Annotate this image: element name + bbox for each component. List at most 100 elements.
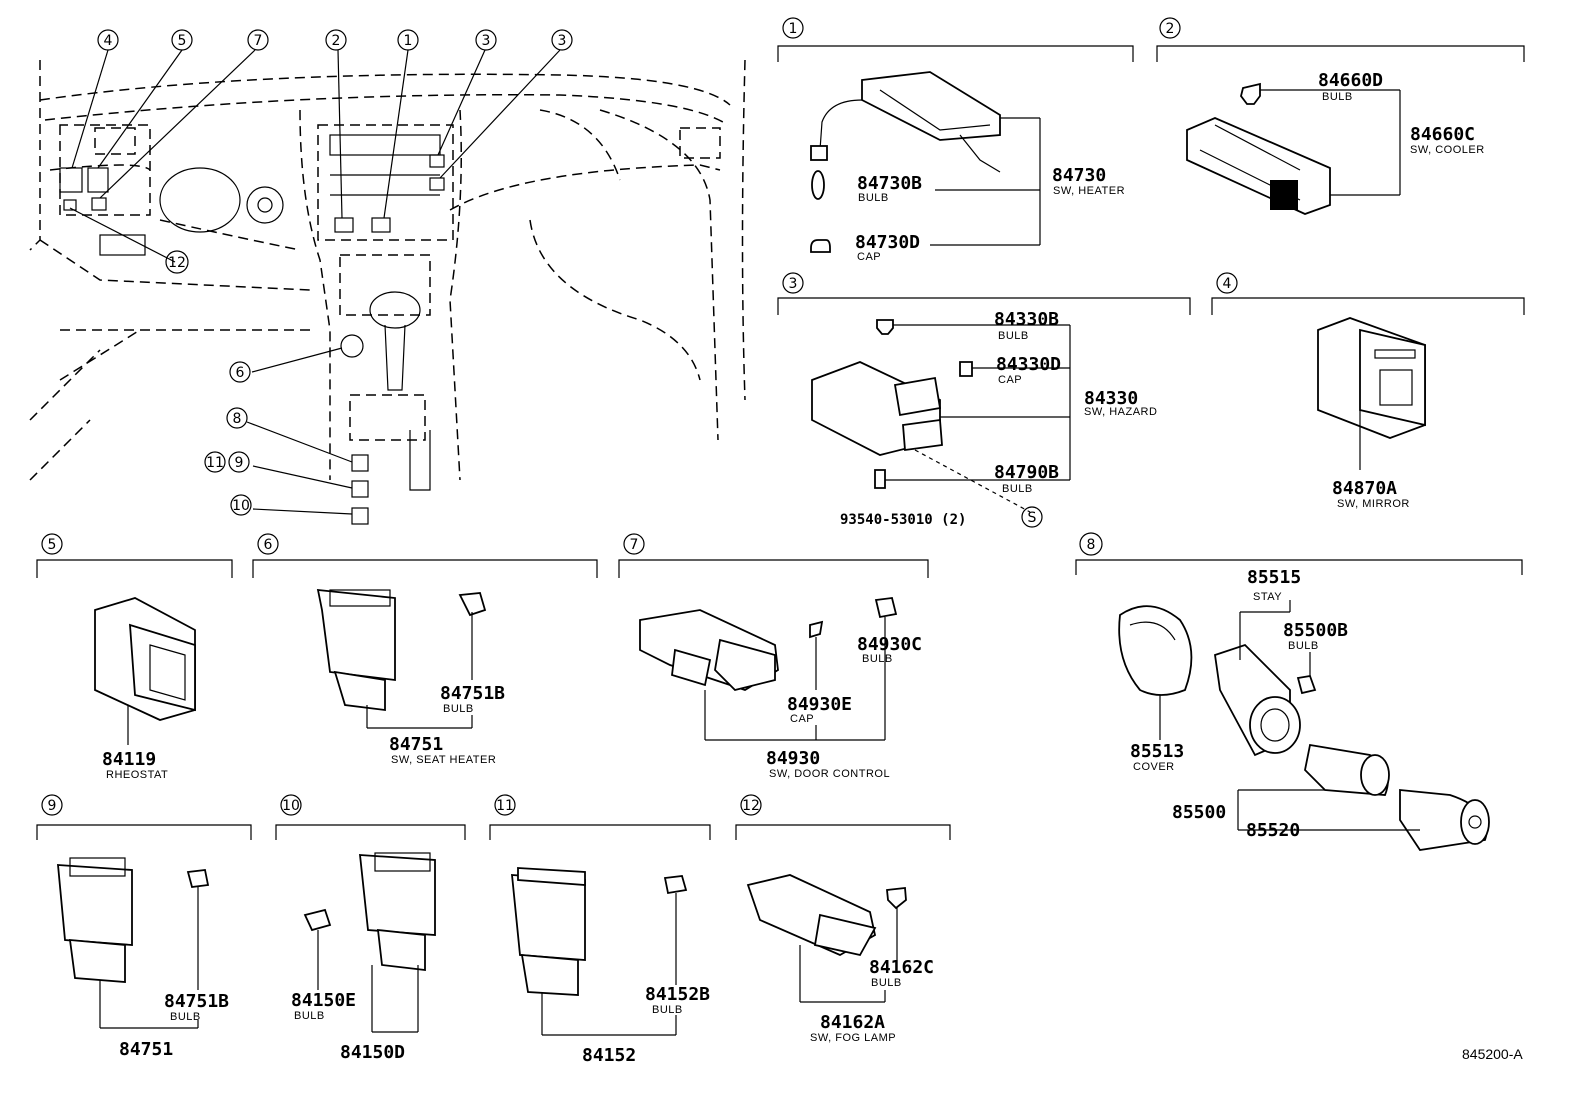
section-6-seat-heater-switch: 6 84751B BULB 84751 SW, SEAT HEATER — [252, 533, 598, 766]
desc-85515: STAY — [1253, 591, 1282, 603]
section-4-mirror-switch: 4 84870A SW, MIRROR — [1211, 272, 1525, 510]
svg-text:8: 8 — [1087, 537, 1096, 553]
svg-text:6: 6 — [264, 537, 273, 553]
pn-84751-9: 84751 — [119, 1039, 173, 1060]
svg-text:12: 12 — [742, 798, 760, 814]
pn-84152B: 84152B — [645, 984, 710, 1005]
callout-3b: 3 — [551, 29, 573, 51]
desc-85513: COVER — [1133, 761, 1175, 773]
svg-text:12: 12 — [168, 255, 186, 271]
desc-84162A: SW, FOG LAMP — [810, 1032, 896, 1044]
callout-2: 2 — [325, 29, 347, 51]
desc-84119: RHEOSTAT — [106, 769, 168, 781]
pn-84930C: 84930C — [857, 634, 922, 655]
section-5-rheostat: 5 84119 RHEOSTAT — [36, 533, 233, 781]
svg-text:1: 1 — [404, 33, 413, 49]
pn-84751B-9: 84751B — [164, 991, 229, 1012]
desc-84162C: BULB — [871, 977, 902, 989]
callout-3a: 3 — [475, 29, 497, 51]
svg-text:7: 7 — [254, 33, 263, 49]
pn-84162A: 84162A — [820, 1012, 885, 1033]
desc-84730B: BULB — [858, 192, 889, 204]
pn-84730: 84730 — [1052, 165, 1106, 186]
section-10: 10 84150E BULB 84150D — [275, 794, 466, 1063]
pn-84930E: 84930E — [787, 694, 852, 715]
section-3-hazard-switch: 3 S 84330B BULB 84330D CAP 84330 SW, HAZ… — [777, 272, 1191, 528]
desc-84330D: CAP — [998, 374, 1022, 386]
desc-84330B: BULB — [998, 330, 1029, 342]
svg-text:10: 10 — [282, 798, 300, 814]
desc-84870A: SW, MIRROR — [1337, 498, 1410, 510]
section-11: 11 84152B BULB 84152 — [489, 794, 711, 1066]
pn-93540-53010: 93540-53010 (2) — [840, 512, 966, 528]
svg-text:3: 3 — [789, 276, 798, 292]
desc-84730D: CAP — [857, 251, 881, 263]
svg-text:1: 1 — [789, 21, 798, 37]
pn-84162C: 84162C — [869, 957, 934, 978]
callout-6: 6 — [229, 361, 251, 383]
svg-text:9: 9 — [48, 798, 57, 814]
pn-84150D: 84150D — [340, 1042, 405, 1063]
svg-text:3: 3 — [482, 33, 491, 49]
svg-text:2: 2 — [1166, 21, 1175, 37]
svg-text:8: 8 — [233, 411, 242, 427]
desc-84660C: SW, COOLER — [1410, 144, 1485, 156]
desc-84751: SW, SEAT HEATER — [391, 754, 496, 766]
svg-text:3: 3 — [558, 33, 567, 49]
callout-12: 12 — [165, 250, 189, 274]
section-7-door-control-switch: 7 84930C BULB 84930E CAP 84930 SW, DOOR … — [618, 533, 929, 780]
pn-84330: 84330 — [1084, 388, 1138, 409]
desc-84751B: BULB — [443, 703, 474, 715]
section-8-cigarette-lighter: 8 85515 STAY 85500B BULB 85513 COVER 855… — [1075, 532, 1523, 851]
svg-text:4: 4 — [1223, 276, 1232, 292]
pn-84730B: 84730B — [857, 173, 922, 194]
desc-84930C: BULB — [862, 653, 893, 665]
pn-84790B: 84790B — [994, 462, 1059, 483]
svg-text:5: 5 — [178, 33, 187, 49]
svg-text:S: S — [1028, 510, 1037, 526]
svg-text:9: 9 — [235, 455, 244, 471]
callout-8: 8 — [226, 407, 248, 429]
pn-84660C: 84660C — [1410, 124, 1475, 145]
desc-84150E: BULB — [294, 1010, 325, 1022]
desc-84751B-9: BULB — [170, 1011, 201, 1023]
svg-text:2: 2 — [332, 33, 341, 49]
dashboard-overview: 4 5 7 2 1 3 3 12 6 8 11 9 10 — [29, 29, 746, 525]
pn-84119: 84119 — [102, 749, 156, 770]
pn-85500: 85500 — [1172, 802, 1226, 823]
pn-84870A: 84870A — [1332, 478, 1397, 499]
pn-85500B: 85500B — [1283, 620, 1348, 641]
pn-84330D: 84330D — [996, 354, 1061, 375]
section-12-fog-lamp-switch: 12 84162C BULB 84162A SW, FOG LAMP — [735, 794, 951, 1044]
pn-85520: 85520 — [1246, 820, 1300, 841]
callout-7: 7 — [247, 29, 269, 51]
section-9: 9 84751B BULB 84751 — [36, 794, 252, 1060]
desc-85500B: BULB — [1288, 640, 1319, 652]
callout-9: 9 — [228, 451, 250, 473]
pn-85513: 85513 — [1130, 741, 1184, 762]
pn-84751: 84751 — [389, 734, 443, 755]
pn-84660D: 84660D — [1318, 70, 1383, 91]
svg-text:10: 10 — [232, 498, 250, 514]
desc-84930: SW, DOOR CONTROL — [769, 768, 890, 780]
section-1-heater-switch: 1 84730B BULB 84730 SW, HEATER 84730D CA… — [777, 17, 1134, 263]
drawing-number: 845200-A — [1462, 1046, 1523, 1062]
callout-10: 10 — [230, 494, 252, 516]
pn-84330B: 84330B — [994, 309, 1059, 330]
desc-84330: SW, HAZARD — [1084, 406, 1157, 418]
desc-84790B: BULB — [1002, 483, 1033, 495]
svg-text:7: 7 — [630, 537, 639, 553]
svg-text:5: 5 — [48, 537, 57, 553]
svg-text:11: 11 — [496, 798, 514, 814]
pn-84930: 84930 — [766, 748, 820, 769]
pn-84150E: 84150E — [291, 990, 356, 1011]
svg-text:4: 4 — [104, 33, 113, 49]
desc-84152B: BULB — [652, 1004, 683, 1016]
desc-84730: SW, HEATER — [1053, 185, 1125, 197]
pn-85515: 85515 — [1247, 567, 1301, 588]
pn-84730D: 84730D — [855, 232, 920, 253]
callout-1: 1 — [397, 29, 419, 51]
svg-text:11: 11 — [206, 455, 224, 471]
callout-4: 4 — [97, 29, 119, 51]
